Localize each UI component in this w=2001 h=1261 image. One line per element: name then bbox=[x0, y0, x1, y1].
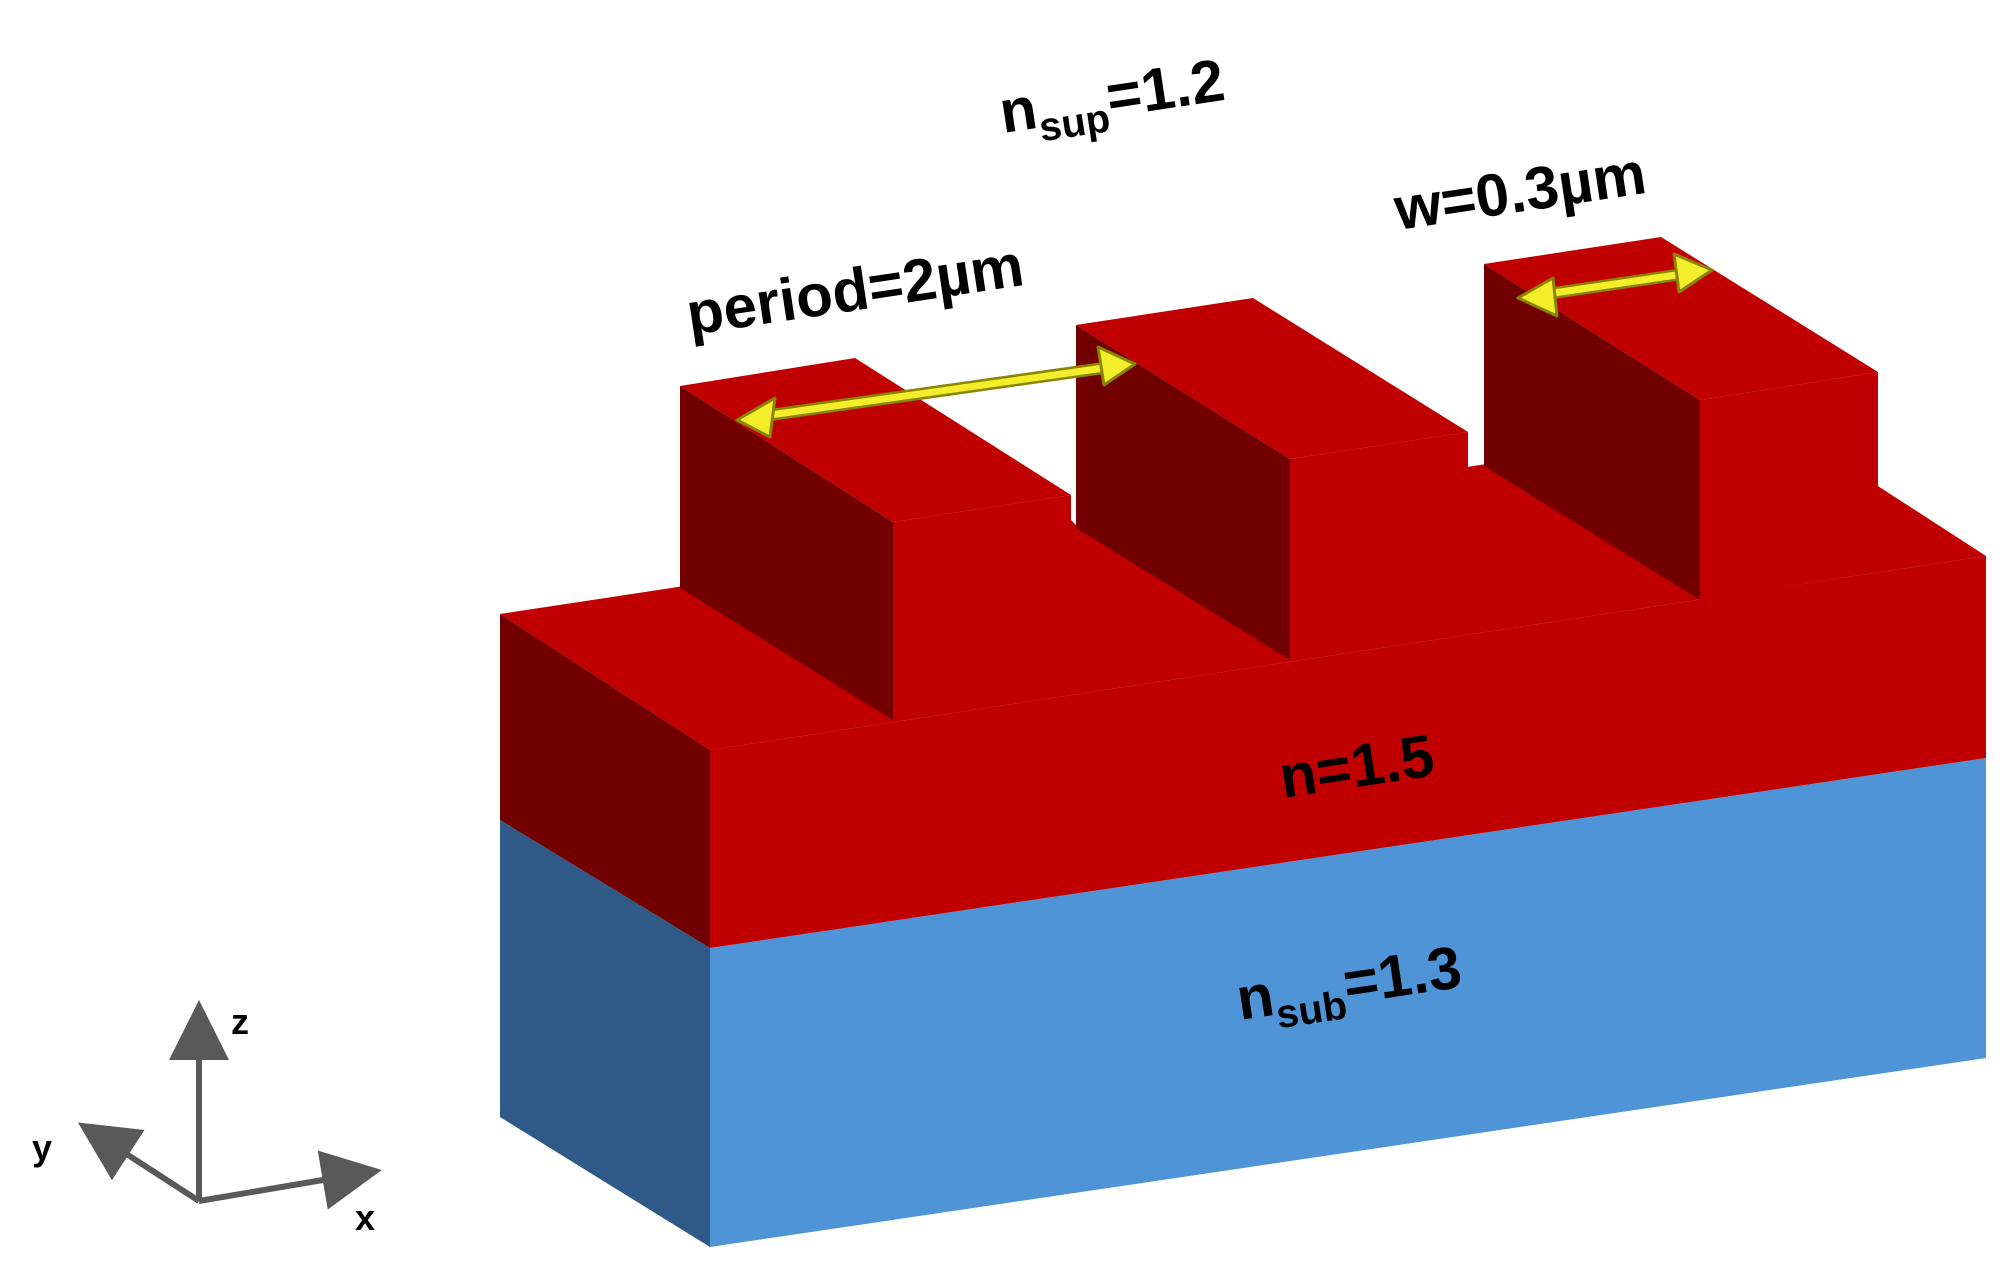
ridge-2-top bbox=[1076, 298, 1468, 459]
grating-ridge-3 bbox=[1484, 237, 1878, 600]
period-label: period=2µm bbox=[682, 231, 1028, 347]
z-axis-label: z bbox=[231, 1001, 249, 1042]
ridge-2-left-face bbox=[1071, 520, 1076, 695]
coordinate-axes: z x y bbox=[32, 1000, 382, 1238]
ridge-3-top bbox=[1484, 237, 1878, 400]
substrate-front-face bbox=[710, 758, 1986, 1247]
grating-base-front-face bbox=[710, 556, 1986, 948]
width-arrow bbox=[1516, 252, 1714, 318]
grating-ridge-2 bbox=[1071, 298, 1468, 695]
ridge-3-front-face bbox=[1700, 372, 1878, 600]
ridge-2-side-face bbox=[1076, 325, 1290, 660]
period-arrowhead-left bbox=[735, 396, 777, 439]
superstrate-index-label: nsup=1.2 bbox=[995, 46, 1230, 156]
grating-layer bbox=[500, 237, 1986, 948]
period-arrowhead-right bbox=[1096, 345, 1137, 387]
width-arrowhead-right bbox=[1672, 252, 1714, 294]
y-axis bbox=[77, 1122, 201, 1204]
x-axis bbox=[198, 1150, 382, 1210]
width-label: w=0.3µm bbox=[1389, 139, 1650, 243]
ridge-1-front-face bbox=[893, 495, 1071, 694]
grating-base-side-face bbox=[500, 614, 710, 948]
ridge-1-side-face bbox=[680, 386, 893, 720]
substrate-block bbox=[500, 758, 1986, 1247]
period-arrow bbox=[735, 345, 1137, 439]
width-arrowhead-left bbox=[1516, 276, 1559, 318]
ridge-3-side-face bbox=[1484, 264, 1700, 600]
x-axis-label: x bbox=[355, 1197, 375, 1238]
grating-ridge-1 bbox=[680, 358, 1071, 720]
substrate-side-face bbox=[500, 820, 710, 1247]
y-axis-label: y bbox=[32, 1127, 52, 1168]
ridge-1-top bbox=[680, 358, 1071, 522]
ridge-2-front-face bbox=[1290, 432, 1468, 628]
